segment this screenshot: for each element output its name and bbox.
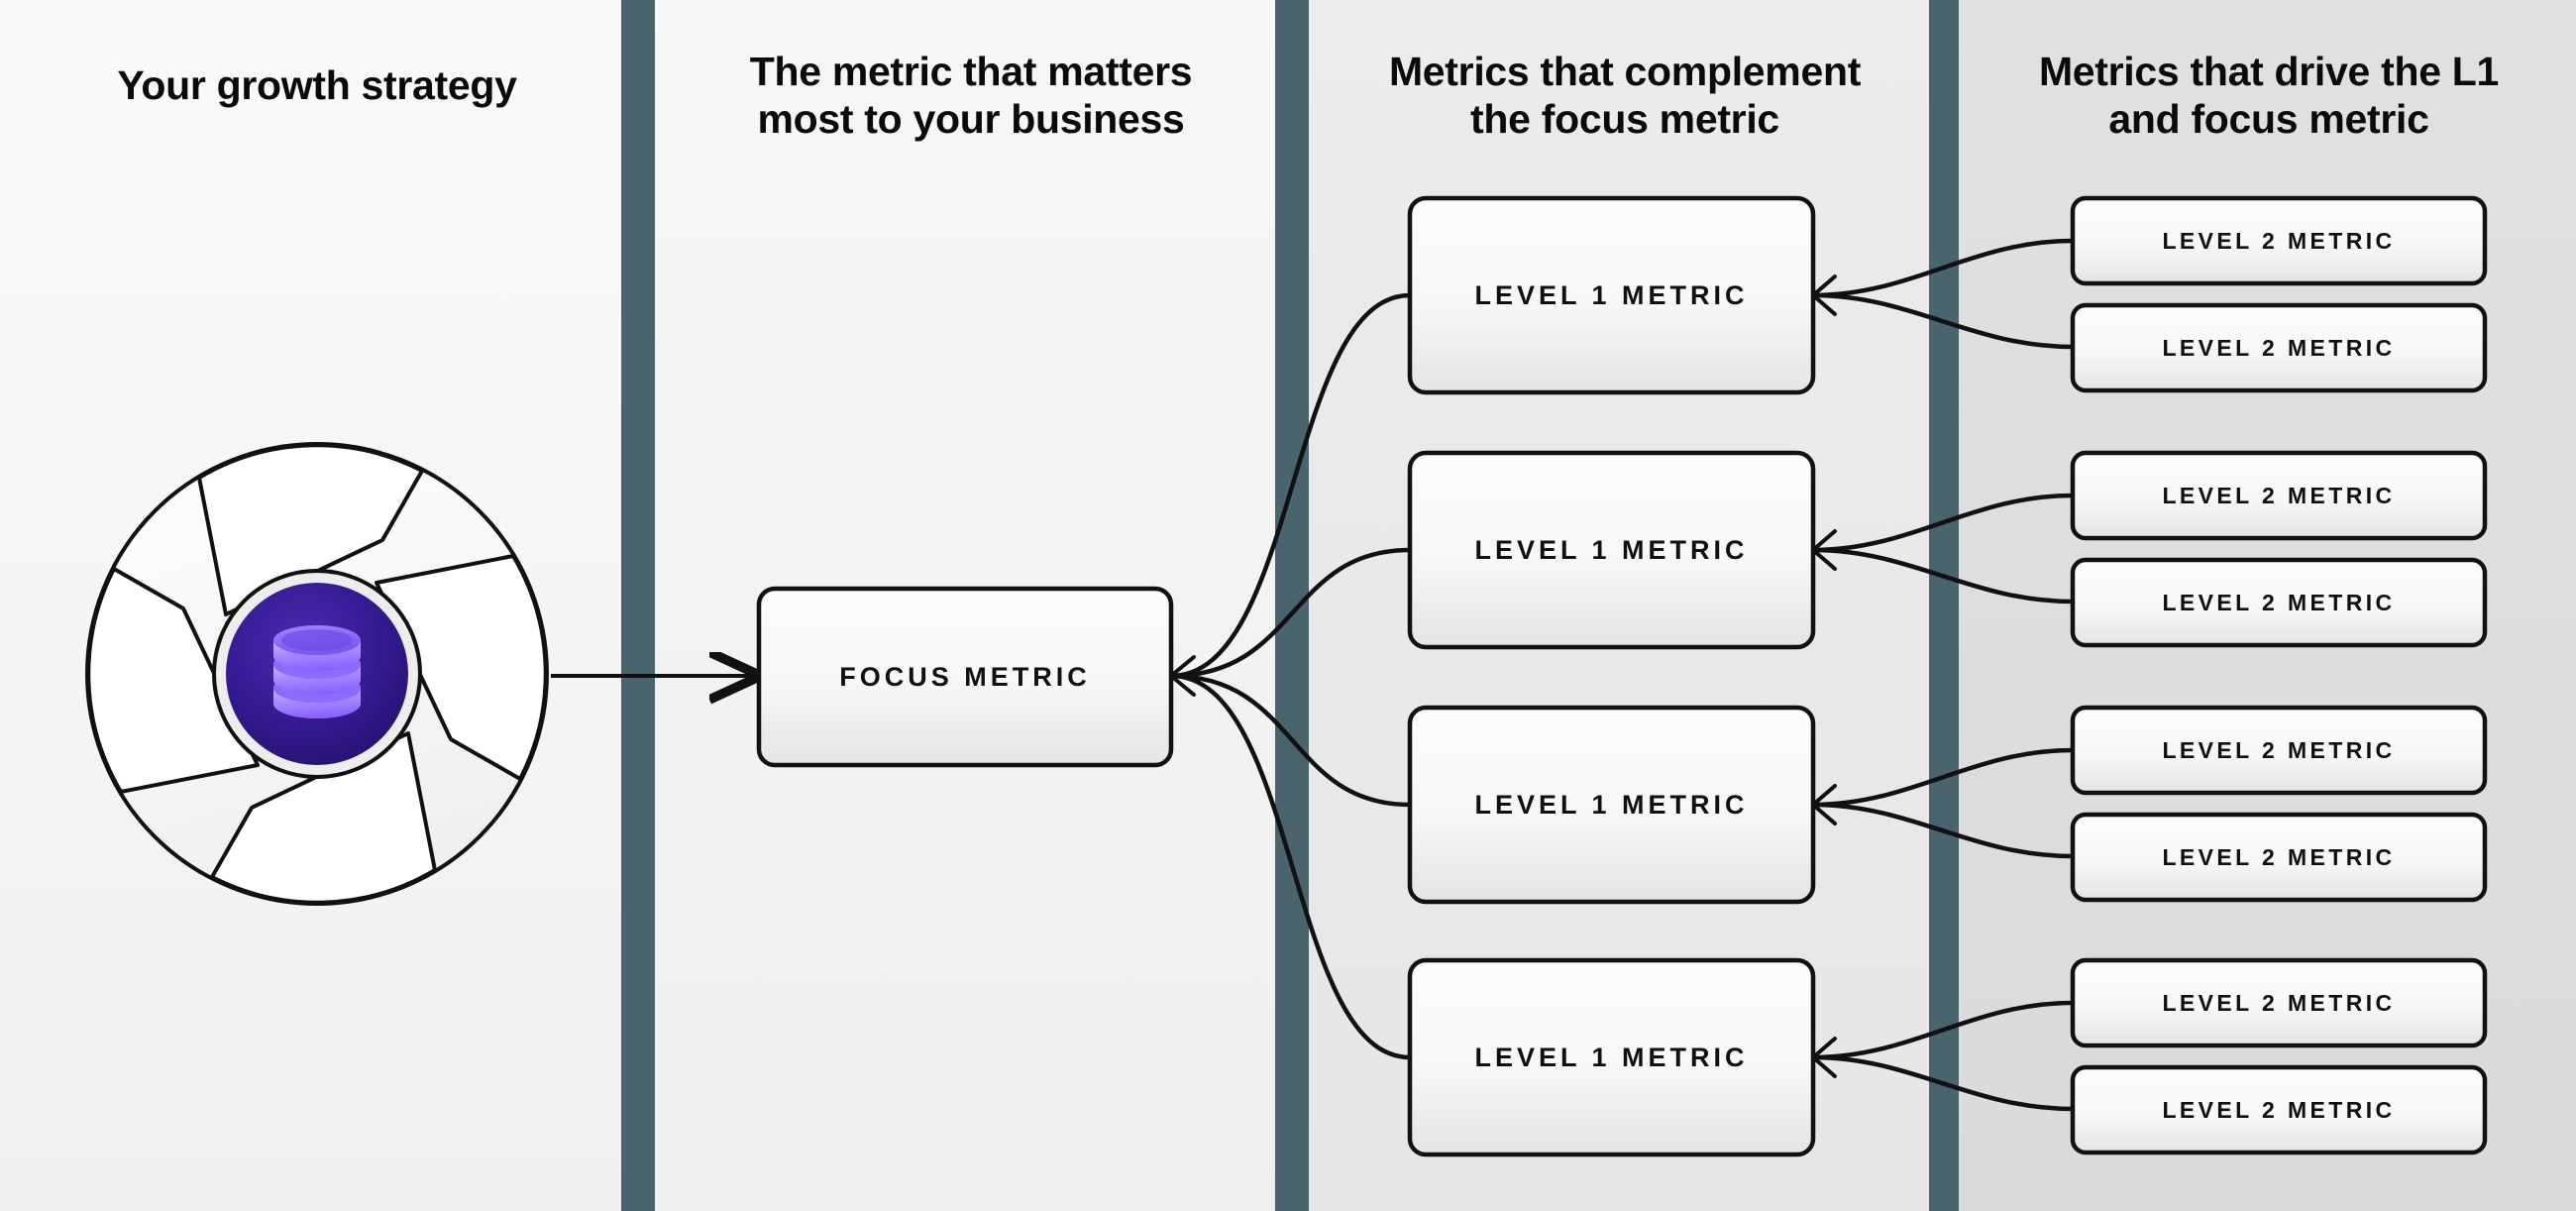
node-focus-metric[interactable] [756, 586, 1174, 768]
growth-strategy-logo-hit[interactable] [87, 444, 547, 904]
connector-focus-l1-1 [1168, 292, 1413, 679]
column-title-growth-strategy: Your growth strategy [117, 62, 517, 108]
aperture-blade-1 [197, 443, 424, 616]
node-level1-1[interactable] [1407, 195, 1816, 395]
level2-nodes [2070, 195, 2488, 1156]
node-level2-2[interactable] [2070, 302, 2488, 393]
node-level2-3[interactable] [2070, 450, 2488, 541]
connectors-focus-to-level1 [1167, 292, 1413, 1060]
aperture-blade-2 [375, 554, 548, 781]
connector-l1-2-l2-3 [1810, 493, 2076, 553]
divider-1 [621, 0, 655, 1211]
node-level2-7[interactable] [2070, 957, 2488, 1048]
connectors-level1-to-level2 [1809, 238, 2076, 1112]
growth-strategy-logo [85, 442, 549, 906]
connector-l1-1-l2-2 [1810, 292, 2076, 350]
node-level1-2[interactable] [1407, 450, 1816, 650]
connector-focus-l1-4 [1168, 673, 1413, 1060]
connector-l1-3-l2-6 [1810, 802, 2076, 859]
aperture-blade-3 [210, 731, 437, 905]
column-dividers [621, 0, 1959, 1211]
connector-focus-l1-2 [1168, 547, 1413, 679]
divider-2 [1275, 0, 1309, 1211]
aperture-blade-4 [86, 567, 260, 794]
connector-l1-1-l2-1 [1810, 238, 2076, 298]
connector-l1-3-l2-5 [1810, 747, 2076, 808]
node-level2-4[interactable] [2070, 557, 2488, 648]
column-title-focus-metric: The metric that matters most to your bus… [749, 49, 1193, 143]
column-title-drivers: Metrics that drive the L1 and focus metr… [2038, 49, 2500, 143]
aperture-blades [86, 443, 548, 905]
connector-l1-4-l2-8 [1810, 1054, 2076, 1112]
column-title-complement: Metrics that complement the focus metric [1388, 49, 1862, 143]
divider-3 [1929, 0, 1959, 1211]
connector-focus-l1-3 [1168, 673, 1413, 808]
node-level2-5[interactable] [2070, 705, 2488, 796]
level1-nodes [1407, 195, 1816, 1157]
node-level2-1[interactable] [2070, 195, 2488, 286]
node-level2-6[interactable] [2070, 812, 2488, 903]
node-level2-8[interactable] [2070, 1064, 2488, 1156]
node-level1-4[interactable] [1407, 957, 1816, 1157]
connector-l1-4-l2-7 [1810, 1000, 2076, 1060]
connector-l1-2-l2-4 [1810, 547, 2076, 605]
node-level1-3[interactable] [1407, 705, 1816, 905]
database-stack-icon [273, 625, 361, 718]
